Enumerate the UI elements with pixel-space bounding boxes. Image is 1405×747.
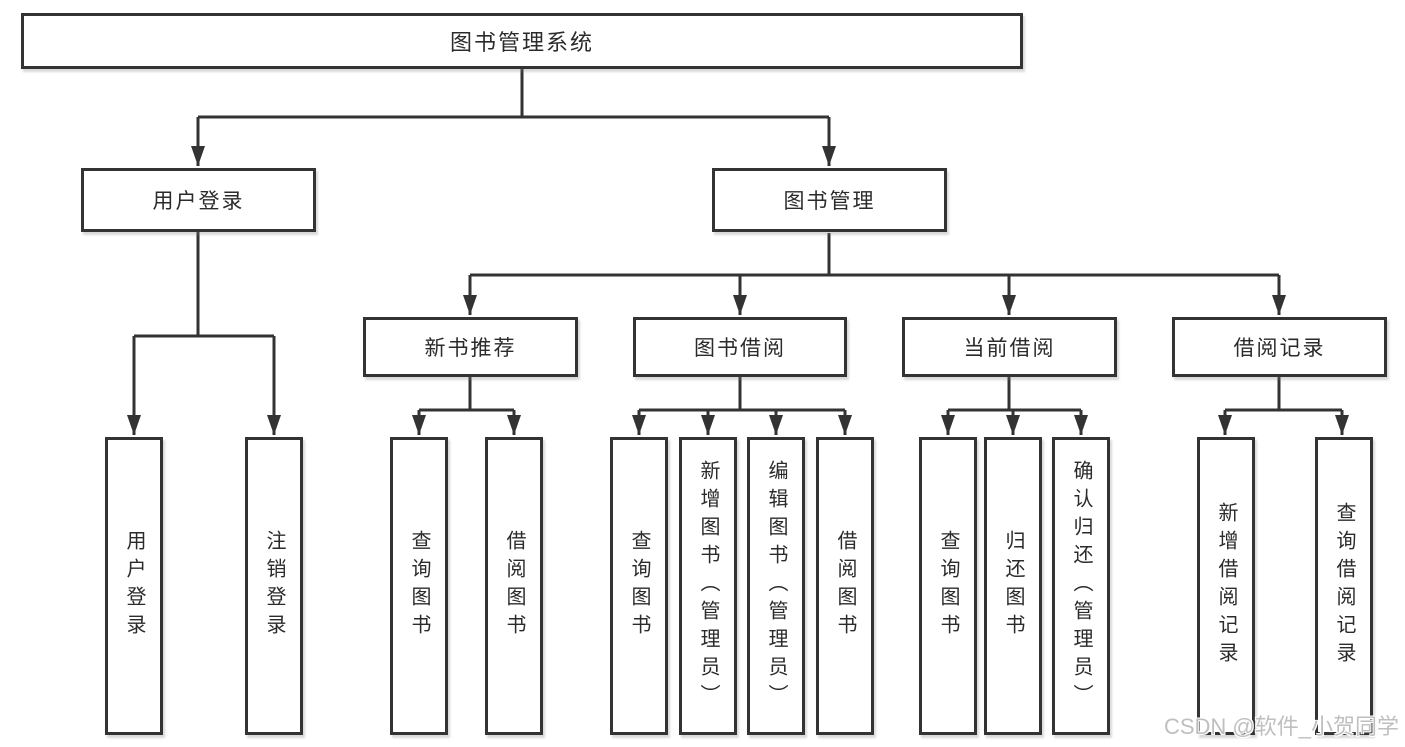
leaf-borrow-books-recommend: 借阅图书 [485,437,543,735]
node-new-book-recommendation: 新书推荐 [363,317,578,377]
leaf-query-borrow-record: 查询借阅记录 [1315,437,1373,735]
leaf-query-books-borrowing: 查询图书 [610,437,668,735]
leaf-edit-books-admin: 编辑图书（管理员） [747,437,805,735]
leaf-add-borrow-record: 新增借阅记录 [1197,437,1255,735]
node-borrowing-records: 借阅记录 [1172,317,1387,377]
leaf-add-books-admin: 新增图书（管理员） [679,437,737,735]
leaf-query-books-recommend: 查询图书 [390,437,448,735]
watermark: CSDN @软件_小贺同学 [1163,714,1399,739]
leaf-user-login: 用户登录 [105,437,163,735]
node-current-borrowing: 当前借阅 [902,317,1117,377]
leaf-logout: 注销登录 [245,437,303,735]
leaf-return-books: 归还图书 [984,437,1042,735]
leaf-query-books-current: 查询图书 [919,437,977,735]
leaf-borrow-books-borrowing: 借阅图书 [816,437,874,735]
node-book-management-system: 图书管理系统 [21,13,1023,69]
node-book-management: 图书管理 [712,168,947,232]
leaf-confirm-return-admin: 确认归还（管理员） [1052,437,1110,735]
node-book-borrowing: 图书借阅 [633,317,847,377]
node-user-login: 用户登录 [81,168,316,232]
